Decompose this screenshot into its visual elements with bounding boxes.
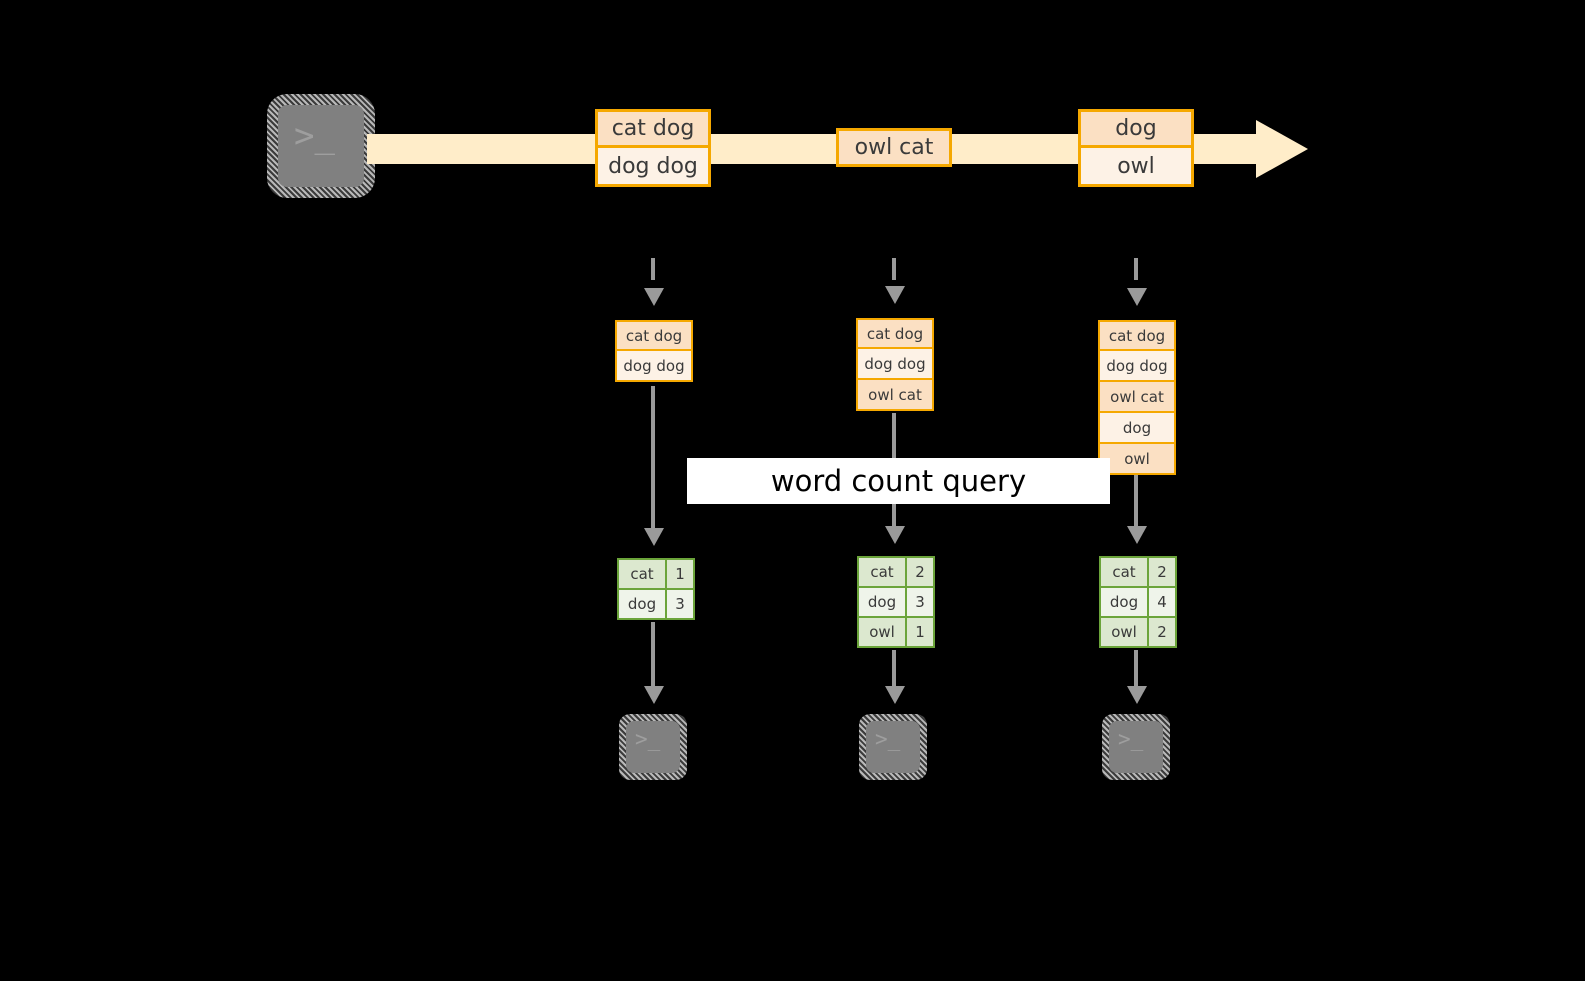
result-count: 4 [1147, 586, 1177, 618]
log-row: cat dog [856, 318, 934, 349]
stream-event-3[interactable]: dog owl [1078, 109, 1194, 187]
terminal-prompt-glyph: >_ [875, 727, 901, 751]
sink-connector-3-arrow-icon [1127, 686, 1147, 704]
result-word: dog [857, 586, 907, 618]
query-label-text: word count query [770, 464, 1027, 498]
log-row: dog dog [1098, 351, 1176, 382]
result-count: 2 [905, 556, 935, 588]
log-stack-snapshot-3[interactable]: cat dog dog dog owl cat dog owl [1098, 320, 1176, 475]
log-row: owl cat [856, 380, 934, 411]
dashed-connector-3-arrow-icon [1127, 288, 1147, 306]
word-count-result-table-1[interactable]: cat 1 dog 3 [617, 558, 695, 620]
query-connector-3-arrow-icon [1127, 526, 1147, 544]
result-count: 2 [1147, 616, 1177, 648]
terminal-prompt-glyph: >_ [294, 116, 335, 156]
terminal-icon-sink-2[interactable]: >_ [859, 714, 927, 780]
query-connector-3-line [1134, 475, 1138, 532]
table-row: dog 3 [857, 586, 935, 618]
result-count: 2 [1147, 556, 1177, 588]
result-word: owl [857, 616, 907, 648]
stream-event-2[interactable]: owl cat [836, 128, 952, 167]
stream-event-line: owl [1078, 148, 1194, 187]
result-word: cat [617, 558, 667, 590]
dashed-connector-1-segment [651, 258, 655, 280]
result-word: dog [1099, 586, 1149, 618]
log-row: owl [1098, 444, 1176, 475]
event-stream-arrowhead-icon [1256, 120, 1308, 178]
stream-event-line: cat dog [595, 109, 711, 148]
terminal-screen: >_ [866, 721, 920, 773]
table-row: cat 2 [1099, 556, 1177, 588]
table-row: cat 2 [857, 556, 935, 588]
table-row: owl 2 [1099, 616, 1177, 648]
result-word: dog [617, 588, 667, 620]
terminal-screen: >_ [1109, 721, 1163, 773]
table-row: dog 4 [1099, 586, 1177, 618]
terminal-screen: >_ [278, 105, 364, 187]
result-count: 1 [665, 558, 695, 590]
dashed-connector-2-segment [892, 258, 896, 280]
stream-event-line: owl cat [836, 128, 952, 167]
log-row: dog dog [615, 351, 693, 382]
query-connector-1-line [651, 386, 655, 532]
word-count-result-table-3[interactable]: cat 2 dog 4 owl 2 [1099, 556, 1177, 648]
table-row: owl 1 [857, 616, 935, 648]
result-word: cat [857, 556, 907, 588]
terminal-screen: >_ [626, 721, 680, 773]
word-count-result-table-2[interactable]: cat 2 dog 3 owl 1 [857, 556, 935, 648]
terminal-icon-sink-1[interactable]: >_ [619, 714, 687, 780]
log-row: dog [1098, 413, 1176, 444]
stream-event-line: dog [1078, 109, 1194, 148]
query-label-band: word count query [687, 458, 1110, 504]
log-row: cat dog [1098, 320, 1176, 351]
sink-connector-2-line [892, 650, 896, 690]
log-row: owl cat [1098, 382, 1176, 413]
result-count: 3 [905, 586, 935, 618]
stream-event-line: dog dog [595, 148, 711, 187]
result-count: 3 [665, 588, 695, 620]
log-stack-snapshot-1[interactable]: cat dog dog dog [615, 320, 693, 382]
log-row: cat dog [615, 320, 693, 351]
log-stack-snapshot-2[interactable]: cat dog dog dog owl cat [856, 318, 934, 411]
result-word: owl [1099, 616, 1149, 648]
terminal-icon-sink-3[interactable]: >_ [1102, 714, 1170, 780]
sink-connector-1-line [651, 622, 655, 690]
terminal-prompt-glyph: >_ [635, 727, 661, 751]
terminal-prompt-glyph: >_ [1118, 727, 1144, 751]
query-connector-1-arrow-icon [644, 528, 664, 546]
log-row: dog dog [856, 349, 934, 380]
dashed-connector-1-arrow-icon [644, 288, 664, 306]
table-row: dog 3 [617, 588, 695, 620]
result-count: 1 [905, 616, 935, 648]
result-word: cat [1099, 556, 1149, 588]
sink-connector-2-arrow-icon [885, 686, 905, 704]
dashed-connector-2-arrow-icon [885, 286, 905, 304]
terminal-icon-source[interactable]: >_ [267, 94, 375, 198]
table-row: cat 1 [617, 558, 695, 590]
dashed-connector-3-segment [1134, 258, 1138, 280]
sink-connector-3-line [1134, 650, 1138, 690]
sink-connector-1-arrow-icon [644, 686, 664, 704]
stream-event-1[interactable]: cat dog dog dog [595, 109, 711, 187]
query-connector-2-arrow-icon [885, 526, 905, 544]
